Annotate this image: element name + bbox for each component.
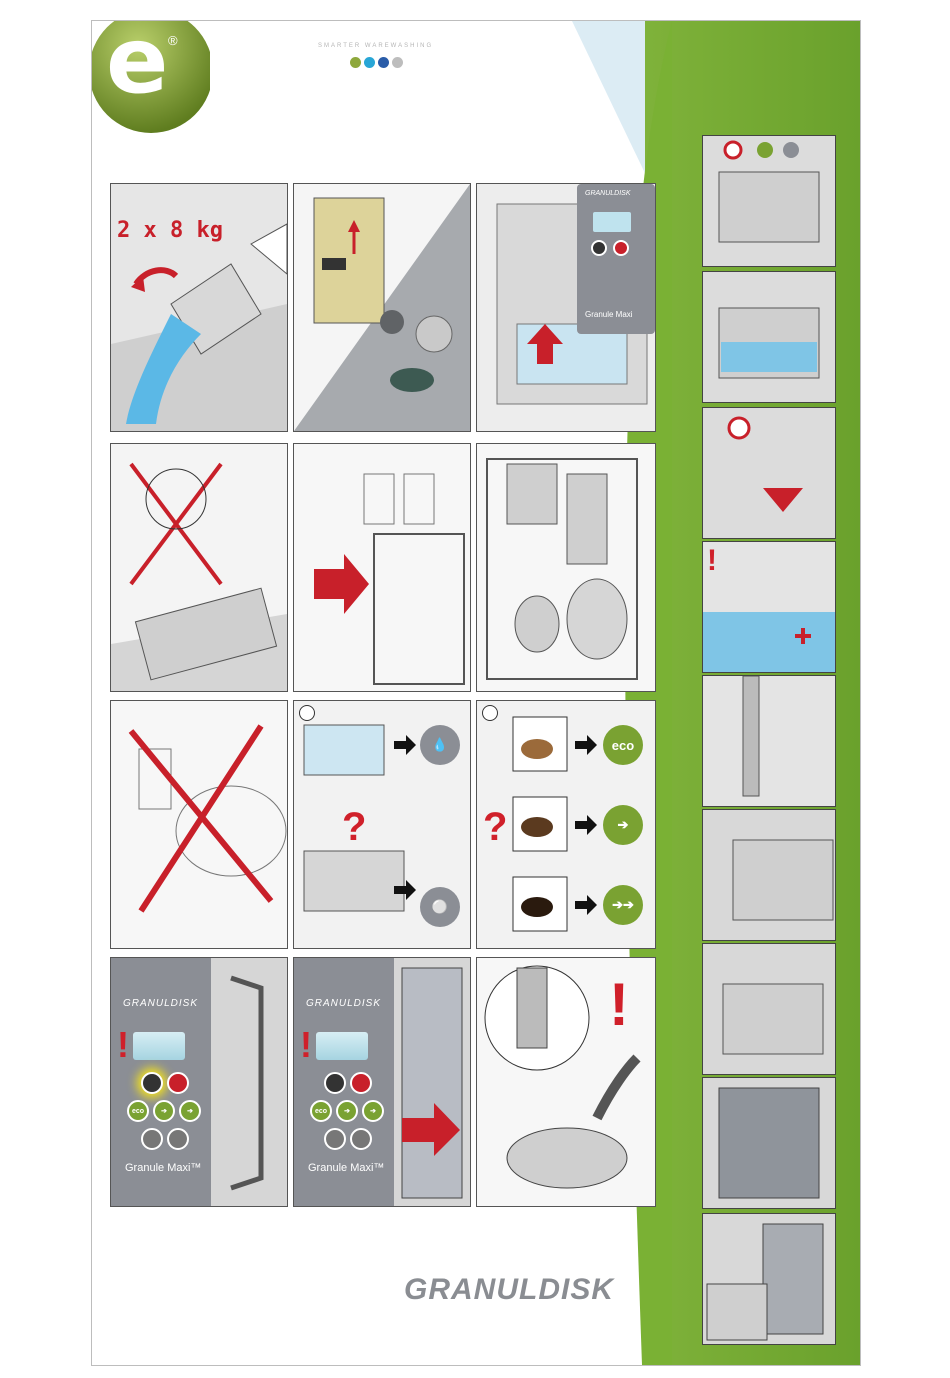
side-step-9-illustration: [703, 1214, 835, 1344]
panel-loaded-rack: [476, 443, 656, 692]
normal-mini-button-2: ➔: [336, 1100, 358, 1122]
control-screen-2: [316, 1032, 368, 1060]
no-scraps-illustration: [111, 444, 287, 691]
side-step-3: [702, 407, 836, 539]
side-step-2: [702, 271, 836, 403]
panel-rack-insert: [293, 443, 471, 692]
no-glassware-illustration: [111, 701, 287, 948]
tagline: SMARTER WAREWASHING: [318, 43, 433, 49]
panel-program-a: 💧 ? ⚪: [293, 700, 471, 949]
control-model-mini: Granule Maxi: [585, 310, 633, 319]
drop-mini-button-2: [350, 1128, 372, 1150]
side-step-7-illustration: [703, 944, 835, 1074]
granules-mini-button: [141, 1128, 163, 1150]
question-mark: ?: [342, 805, 366, 850]
eco-button: eco: [603, 725, 643, 765]
registered-mark: ®: [168, 33, 178, 48]
power-switch-illustration: [294, 184, 470, 431]
side-step-6-illustration: [703, 810, 835, 940]
control-panel: GRANULDISK eco ➔ ➔ Granule Maxi™: [111, 958, 211, 1206]
panel-control-open-door: GRANULDISK eco ➔ ➔ Granule Maxi™ !: [293, 957, 471, 1207]
panel-control-power-on: GRANULDISK eco ➔ ➔ Granule Maxi™ !: [110, 957, 288, 1207]
control-brand-2: GRANULDISK: [306, 998, 381, 1009]
dot-cyan: [364, 57, 375, 68]
control-screen: [133, 1032, 185, 1060]
side-step-9: [702, 1213, 836, 1345]
logo-letter: e: [106, 20, 168, 114]
side-step-6: [702, 809, 836, 941]
stop-button-mini: [613, 240, 629, 256]
side-step-7: [702, 943, 836, 1075]
question-mark-b: ?: [483, 805, 507, 850]
door-handle-illustration: [211, 958, 287, 1206]
loaded-rack-illustration: [477, 444, 655, 691]
drop-icon: 💧: [432, 737, 448, 753]
side-step-3-illustration: [703, 408, 835, 538]
program-button-granules: ⚪: [420, 887, 460, 927]
control-brand-mini: GRANULDISK: [585, 190, 631, 197]
panel-program-b: eco ? ➔ ➔➔: [476, 700, 656, 949]
weight-label: 2 x 8 kg: [117, 218, 223, 243]
normal-button: ➔: [603, 805, 643, 845]
double-arrow-icon: ➔➔: [612, 897, 634, 913]
panel-no-scraps: [110, 443, 288, 692]
open-door-illustration: [394, 958, 470, 1206]
exclamation-mark-2: !: [300, 1024, 312, 1066]
side-step-2-illustration: [703, 272, 835, 402]
power-button: [141, 1072, 163, 1094]
control-panel-2: GRANULDISK eco ➔ ➔ Granule Maxi™: [294, 958, 394, 1206]
control-model-2: Granule Maxi™: [308, 1162, 384, 1174]
dot-green: [350, 57, 361, 68]
footer-logo: GRANULDISK: [404, 1273, 614, 1307]
side-step-4: !: [702, 541, 836, 673]
exclamation-mark-side: !: [707, 544, 717, 578]
program-button-drop: 💧: [420, 725, 460, 765]
exclamation-mark: !: [117, 1024, 129, 1066]
side-step-5-illustration: [703, 676, 835, 806]
marker-b: [482, 705, 498, 721]
intensive-button: ➔➔: [603, 885, 643, 925]
panel-pot-handle: !: [476, 957, 656, 1207]
granules-icon: ⚪: [432, 899, 448, 915]
side-step-1: [702, 135, 836, 267]
dot-gray: [392, 57, 403, 68]
granules-mini-button-2: [324, 1128, 346, 1150]
stop-button: [167, 1072, 189, 1094]
panel-start-fill: GRANULDISK Granule Maxi: [476, 183, 656, 432]
rack-insert-illustration: [294, 444, 470, 691]
side-step-4-illustration: [703, 542, 835, 672]
dot-blue: [378, 57, 389, 68]
side-step-1-illustration: [703, 136, 835, 266]
normal-mini-button: ➔: [153, 1100, 175, 1122]
exclamation-mark-3: !: [609, 970, 629, 1039]
eco-mini-button: eco: [127, 1100, 149, 1122]
color-dots: [350, 55, 406, 73]
power-button-2: [324, 1072, 346, 1094]
side-step-5: [702, 675, 836, 807]
drop-mini-button: [167, 1128, 189, 1150]
instruction-sheet: e ® SMARTER WAREWASHING 2 x 8 kg: [91, 20, 861, 1366]
screen-mini: [593, 212, 631, 232]
arrow-icon: ➔: [618, 817, 629, 833]
stop-button-2: [350, 1072, 372, 1094]
control-model: Granule Maxi™: [125, 1162, 201, 1174]
panel-granules-pour: 2 x 8 kg: [110, 183, 288, 432]
control-panel-mini: GRANULDISK Granule Maxi: [577, 184, 655, 334]
control-brand: GRANULDISK: [123, 998, 198, 1009]
power-button-mini: [591, 240, 607, 256]
panel-no-glassware: [110, 700, 288, 949]
marker-a: [299, 705, 315, 721]
side-step-8: [702, 1077, 836, 1209]
intensive-mini-button: ➔: [179, 1100, 201, 1122]
side-step-8-illustration: [703, 1078, 835, 1208]
panel-power-switch: [293, 183, 471, 432]
eco-mini-button-2: eco: [310, 1100, 332, 1122]
intensive-mini-button-2: ➔: [362, 1100, 384, 1122]
